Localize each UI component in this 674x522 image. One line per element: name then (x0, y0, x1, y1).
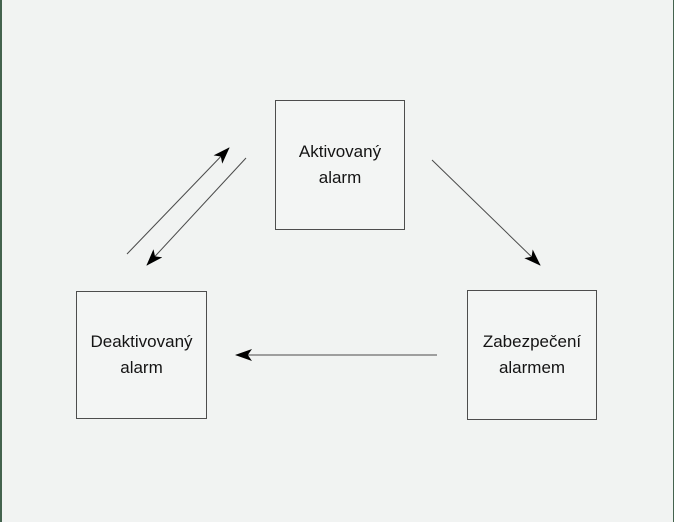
node-label-line: Zabezpečení (482, 332, 582, 351)
node-label-line: Aktivovaný (298, 142, 382, 161)
node-label-line: alarmem (498, 358, 566, 377)
node-label-line: alarm (120, 358, 163, 377)
arrow-activated-to-secured (431, 159, 541, 266)
arrow-deactivated-to-activated (126, 147, 230, 255)
node-label-line: alarm (318, 168, 362, 187)
left-edge-line (0, 0, 2, 522)
node-label-line: Deaktivovaný (90, 332, 193, 351)
node-deactivated-alarm: Deaktivovaný alarm (76, 291, 207, 419)
arrow-activated-to-deactivated (146, 157, 247, 266)
node-activated-alarm: Aktivovaný alarm (275, 100, 405, 230)
node-secured-by-alarm: Zabezpečení alarmem (467, 290, 597, 420)
